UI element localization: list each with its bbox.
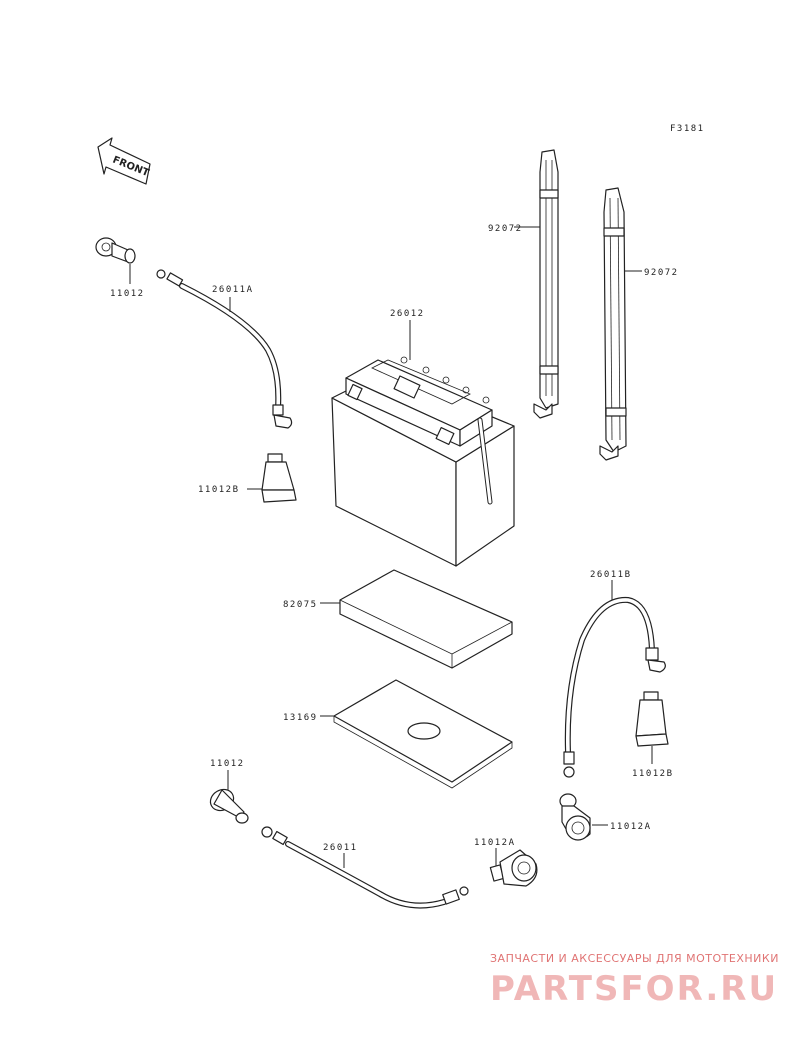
label-11012b-left: 11012B bbox=[198, 485, 240, 495]
terminal-cap-right bbox=[559, 793, 591, 841]
label-92072-left: 92072 bbox=[488, 224, 523, 234]
battery bbox=[331, 356, 515, 567]
label-13169: 13169 bbox=[283, 713, 318, 723]
label-92072-right: 92072 bbox=[644, 268, 679, 278]
terminal-boot-right bbox=[635, 691, 669, 747]
battery-tray bbox=[333, 679, 513, 789]
label-26012: 26012 bbox=[390, 309, 425, 319]
label-11012b-right: 11012B bbox=[632, 769, 674, 779]
label-11012a-right: 11012A bbox=[610, 822, 652, 832]
cable-26011a bbox=[156, 269, 293, 429]
terminal-cap-bottom-right bbox=[489, 849, 538, 887]
battery-pad bbox=[339, 569, 513, 669]
watermark-tagline: ЗАПЧАСТИ И АКСЕССУАРЫ ДЛЯ МОТОТЕХНИКИ bbox=[490, 952, 779, 965]
watermark-logo: PARTSFOR.RU bbox=[490, 969, 778, 1009]
label-11012-bottom-left: 11012 bbox=[210, 759, 245, 769]
terminal-cap-bottom-left bbox=[209, 788, 249, 824]
front-arrow-icon: FRONT bbox=[97, 137, 151, 185]
figure-code: F3181 bbox=[670, 124, 705, 134]
label-11012-top: 11012 bbox=[110, 289, 145, 299]
label-26011a: 26011A bbox=[212, 285, 254, 295]
strap-left bbox=[533, 149, 559, 419]
label-11012a-bottom: 11012A bbox=[474, 838, 516, 848]
cable-26011 bbox=[261, 826, 469, 909]
label-26011b: 26011B bbox=[590, 570, 632, 580]
label-82075: 82075 bbox=[283, 600, 318, 610]
cable-26011b bbox=[563, 596, 666, 778]
terminal-cap-top bbox=[95, 237, 136, 264]
strap-right bbox=[599, 187, 627, 461]
terminal-boot-left bbox=[261, 453, 297, 503]
label-26011: 26011 bbox=[323, 843, 358, 853]
